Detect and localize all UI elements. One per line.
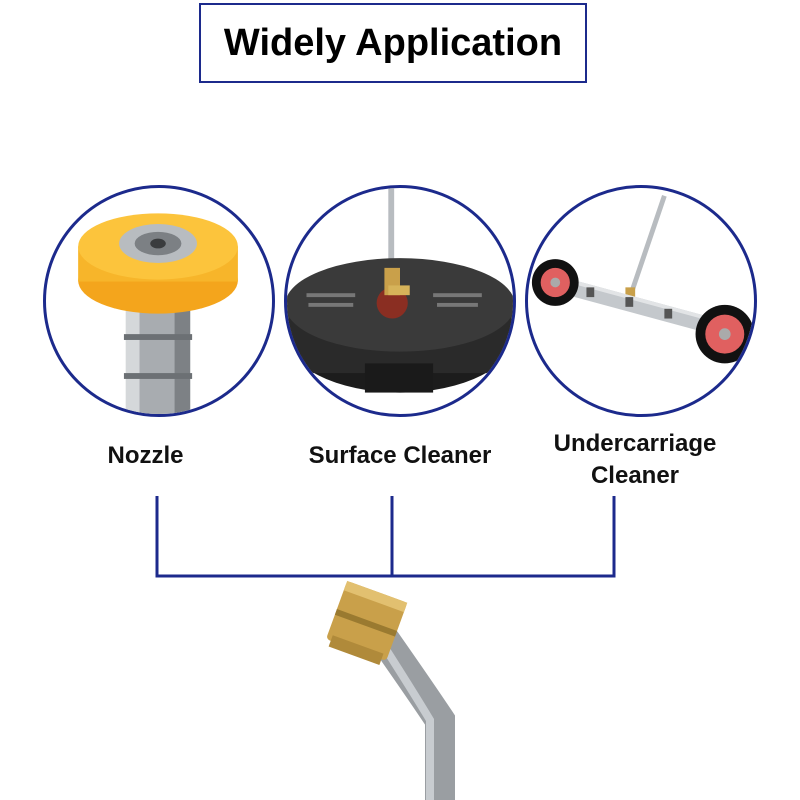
nozzle-label: Nozzle — [107, 442, 184, 469]
undercarriage-label-line2: Cleaner — [590, 462, 680, 489]
undercarriage-label-line1: Undercarriage — [553, 430, 717, 457]
page-title: Widely Application — [223, 21, 563, 64]
undercarriage-cleaner-label: Undercarriage Cleaner — [525, 428, 745, 492]
surface-cleaner-icon — [287, 188, 513, 393]
surface-cleaner-image — [284, 185, 516, 417]
surface-cleaner-label: Surface Cleaner — [308, 442, 492, 469]
undercarriage-cleaner-icon — [531, 195, 754, 364]
nozzle-image — [43, 185, 275, 417]
title-box: Widely Application — [199, 3, 587, 83]
nozzle-icon — [78, 213, 238, 414]
undercarriage-cleaner-image — [525, 185, 757, 417]
